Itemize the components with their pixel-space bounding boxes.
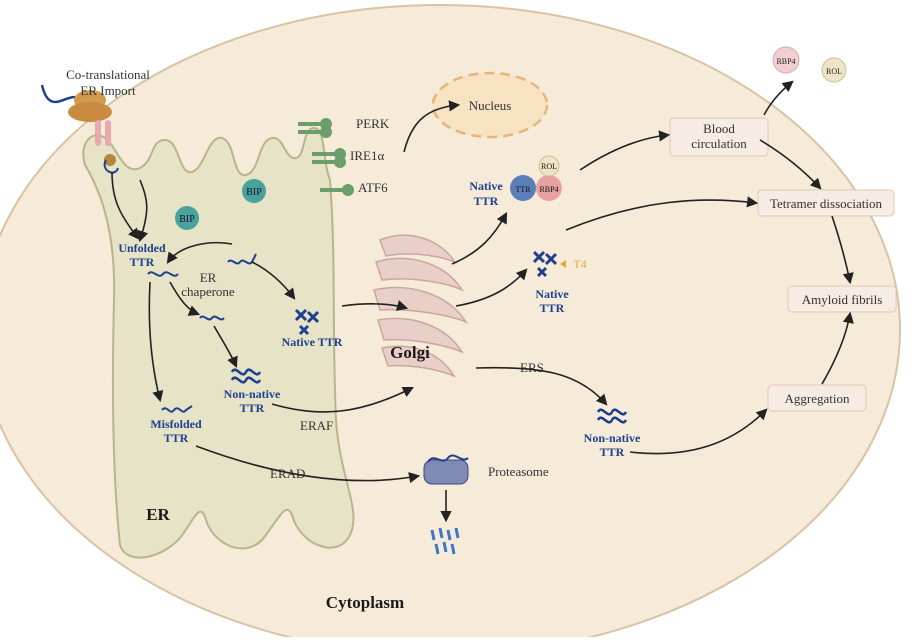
- nucleus-shape: [431, 71, 549, 139]
- pathway-arrows: [111, 80, 854, 523]
- bip-icon: [175, 206, 199, 230]
- er-label: ER: [146, 505, 170, 524]
- misfolded-ttr-label-2: TTR: [164, 431, 189, 445]
- t4-marker-icon: [560, 260, 566, 268]
- rol-float-icon: [821, 57, 847, 83]
- non-native-ttr-er-label: Non-native: [224, 387, 281, 401]
- t4-label: T4: [573, 257, 586, 271]
- proteasome-label: Proteasome: [488, 464, 549, 479]
- er-chaperone-label-2: chaperone: [181, 284, 235, 299]
- native-ttr-mid-label: Native: [535, 287, 569, 301]
- nucleus-label: Nucleus: [469, 98, 512, 113]
- native-ttr-mid-label-2: TTR: [540, 301, 565, 315]
- native-ttr-top-label-2: TTR: [474, 194, 499, 208]
- eraf-label: ERAF: [300, 418, 333, 433]
- non-native-ttr-right-icon: [596, 408, 628, 424]
- perk-label: PERK: [356, 116, 390, 131]
- rbp4-chip-label: RBP4: [539, 185, 558, 194]
- amyloid-fibrils-label: Amyloid fibrils: [802, 292, 883, 307]
- amyloid-fibrils-box: [787, 285, 897, 313]
- non-native-ttr-icon: [230, 368, 262, 384]
- er-chaperone-label: ER: [200, 270, 217, 285]
- co-translational-label: Co-translational: [66, 67, 150, 82]
- ers-label: ERS: [520, 360, 544, 375]
- non-native-ttr-right-label-2: TTR: [600, 445, 625, 459]
- golgi-label: Golgi: [390, 343, 430, 362]
- rol-chip-icon: [538, 155, 560, 177]
- rbp4-float-label: RBP4: [776, 57, 795, 66]
- unfolded-ttr-strands: [147, 253, 257, 321]
- native-ttr-icon: [294, 308, 320, 336]
- blood-circulation-label: Blood: [703, 121, 735, 136]
- stress-sensor-icons: [298, 118, 354, 196]
- non-native-ttr-right-label: Non-native: [584, 431, 641, 445]
- rol-chip-label: ROL: [541, 162, 557, 171]
- erad-label: ERAD: [270, 466, 305, 481]
- aggregation-box: [767, 384, 867, 412]
- er-shape: [82, 126, 355, 559]
- native-ttr-mid-icon: [532, 250, 558, 278]
- blood-circulation-label-2: circulation: [691, 136, 747, 151]
- misfolded-ttr-icon: [161, 405, 193, 413]
- bip-label-2: BIP: [179, 214, 195, 225]
- ttr-chip-label: TTR: [515, 185, 531, 194]
- tetramer-dissociation-label: Tetramer dissociation: [770, 196, 883, 211]
- unfolded-ttr-label-2: TTR: [130, 255, 155, 269]
- er-import-label: ER Import: [80, 83, 136, 98]
- proteasome-icon: [423, 454, 469, 485]
- atf6-label: ATF6: [358, 180, 388, 195]
- aggregation-label: Aggregation: [785, 391, 850, 406]
- cytoplasm-label: Cytoplasm: [326, 593, 404, 612]
- unfolded-ttr-label: Unfolded: [118, 241, 166, 255]
- ire1-label: IRE1α: [350, 148, 384, 163]
- native-ttr-top-label: Native: [469, 179, 503, 193]
- peptide-fragments-icon: [430, 527, 460, 555]
- ribosome-icon: [40, 84, 119, 174]
- bip-icon: [242, 179, 266, 203]
- rol-float-label: ROL: [826, 67, 842, 76]
- rbp4-float-icon: [772, 46, 800, 74]
- bip-label-1: BIP: [246, 187, 262, 198]
- native-ttr-er-label: Native TTR: [282, 335, 343, 349]
- non-native-ttr-er-label-2: TTR: [240, 401, 265, 415]
- ttr-chip-icon: [510, 175, 536, 201]
- rbp4-chip-icon: [536, 175, 562, 201]
- misfolded-ttr-label: Misfolded: [150, 417, 202, 431]
